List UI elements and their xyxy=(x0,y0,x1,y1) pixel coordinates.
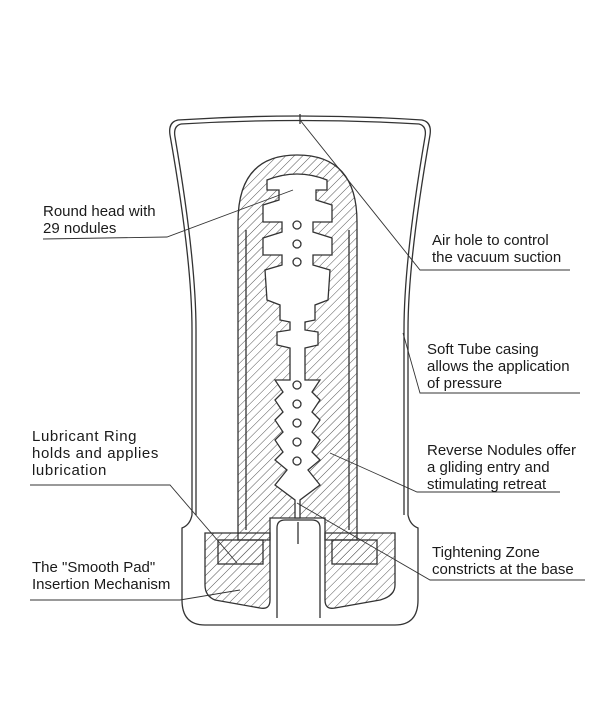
label-line: stimulating retreat xyxy=(427,476,547,493)
lubricant-ring xyxy=(217,539,264,565)
leader-tightening-zone xyxy=(296,502,585,581)
label-line: holds and applies xyxy=(32,445,159,462)
label-soft-tube: Soft Tube casing allows the application … xyxy=(427,341,570,392)
label-lubricant-ring: Lubricant Ring holds and applies lubrica… xyxy=(32,428,159,479)
label-line: the vacuum suction xyxy=(432,249,562,266)
label-line: Tightening Zone xyxy=(432,544,540,561)
label-smooth-pad: The "Smooth Pad" Insertion Mechanism xyxy=(32,559,170,593)
outer-casing xyxy=(169,115,431,626)
label-line: 29 nodules xyxy=(43,220,117,237)
inner-canal xyxy=(262,173,333,519)
label-tightening-zone: Tightening Zone constricts at the base xyxy=(432,544,574,578)
label-reverse-nodules: Reverse Nodules offer a gliding entry an… xyxy=(427,442,576,493)
label-line: allows the application xyxy=(427,358,570,375)
label-line: lubrication xyxy=(32,462,107,479)
label-air-hole: Air hole to control the vacuum suction xyxy=(432,232,561,266)
label-line: Insertion Mechanism xyxy=(32,576,171,593)
label-line: Round head with xyxy=(43,203,156,220)
label-line: The "Smooth Pad" xyxy=(32,559,156,576)
label-line: a gliding entry and xyxy=(427,459,550,476)
leader-soft-tube xyxy=(402,332,580,394)
label-line: constricts at the base xyxy=(432,561,574,578)
leader-air-hole xyxy=(299,119,570,271)
label-round-head: Round head with 29 nodules xyxy=(43,203,156,237)
leader-reverse-nodules xyxy=(329,452,560,493)
leader-round-head xyxy=(42,189,294,240)
label-line: of pressure xyxy=(427,375,503,392)
label-line: Soft Tube casing xyxy=(427,341,539,358)
label-line: Lubricant Ring xyxy=(32,428,138,445)
label-line: Air hole to control xyxy=(432,232,549,249)
leader-lubricant-ring xyxy=(30,484,238,564)
label-line: Reverse Nodules offer xyxy=(427,442,576,459)
leader-smooth-pad xyxy=(30,589,241,601)
